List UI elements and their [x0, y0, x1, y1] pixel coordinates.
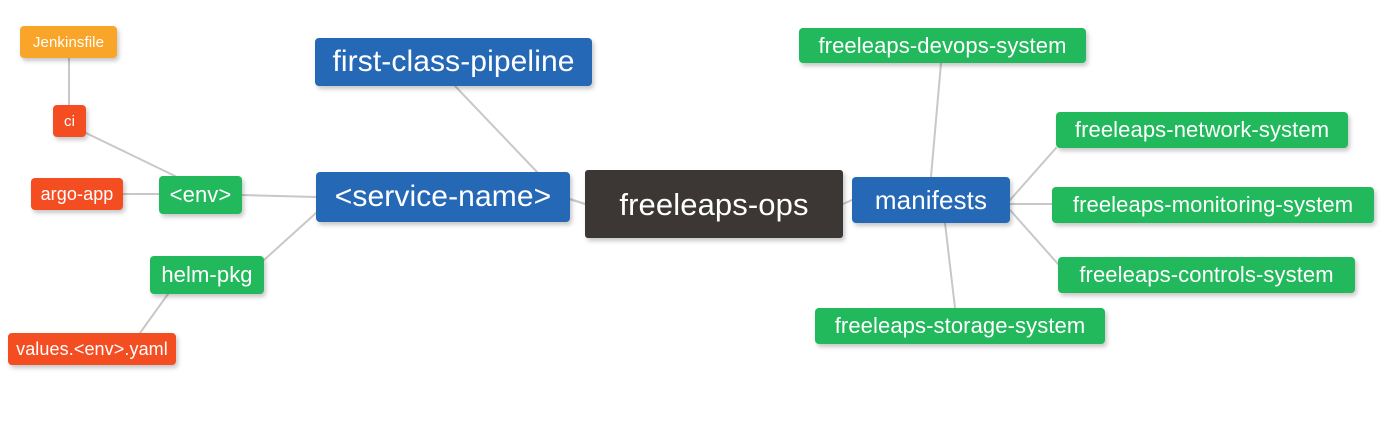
node-pipeline[interactable]: first-class-pipeline — [315, 38, 592, 86]
edge-service-to-env — [241, 194, 317, 198]
node-env[interactable]: <env> — [159, 176, 242, 214]
edge-manifests-to-controls — [1009, 209, 1059, 265]
edge-helm-to-values — [139, 293, 169, 334]
node-label: first-class-pipeline — [332, 45, 575, 78]
node-label: values.<env>.yaml — [16, 339, 168, 359]
node-label: manifests — [874, 185, 988, 215]
node-storage[interactable]: freeleaps-storage-system — [815, 308, 1105, 344]
node-label: freeleaps-controls-system — [1079, 262, 1334, 287]
node-service[interactable]: <service-name> — [316, 172, 570, 222]
node-devops[interactable]: freeleaps-devops-system — [799, 28, 1086, 63]
node-label: helm-pkg — [161, 262, 253, 287]
node-label: freeleaps-network-system — [1074, 117, 1330, 142]
node-label: argo-app — [40, 184, 114, 204]
node-label: Jenkinsfile — [32, 33, 105, 51]
node-helm[interactable]: helm-pkg — [150, 256, 264, 294]
edge-service-to-helm — [263, 212, 317, 261]
node-label: freeleaps-devops-system — [818, 32, 1067, 58]
node-controls[interactable]: freeleaps-controls-system — [1058, 257, 1355, 293]
node-manifests[interactable]: manifests — [852, 177, 1010, 223]
node-label: freeleaps-monitoring-system — [1072, 192, 1354, 217]
edge-manifests-to-network — [1009, 147, 1057, 201]
node-label: <service-name> — [334, 180, 552, 213]
node-root[interactable]: freeleaps-ops — [585, 170, 843, 238]
node-jenkins[interactable]: Jenkinsfile — [20, 26, 117, 58]
node-label: <env> — [169, 182, 232, 207]
edge-manifests-to-storage — [944, 222, 956, 309]
edge-env-to-ci — [85, 132, 176, 177]
edge-root-to-service — [569, 198, 586, 205]
node-label: ci — [63, 112, 76, 130]
node-ci[interactable]: ci — [53, 105, 86, 137]
node-label: freeleaps-ops — [619, 186, 809, 222]
node-network[interactable]: freeleaps-network-system — [1056, 112, 1348, 148]
node-values[interactable]: values.<env>.yaml — [8, 333, 176, 365]
edge-root-to-manifests — [842, 199, 853, 205]
node-argo[interactable]: argo-app — [31, 178, 123, 210]
node-label: freeleaps-storage-system — [834, 313, 1086, 338]
edge-manifests-to-devops — [930, 62, 942, 178]
node-monitoring[interactable]: freeleaps-monitoring-system — [1052, 187, 1374, 223]
